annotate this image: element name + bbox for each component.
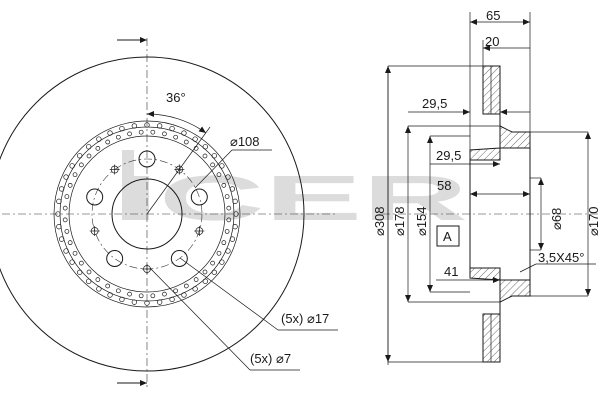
chamfer-leader (519, 263, 537, 273)
vent-hole-inner (86, 269, 92, 275)
vent-hole-inner (150, 129, 156, 135)
vent-hole-inner (162, 291, 167, 297)
vent-hole-inner (115, 288, 121, 294)
vent-hole-inner (224, 229, 230, 234)
hub-diameter-label: ⌀170 (586, 206, 600, 236)
vent-hole-inner (67, 240, 73, 246)
bolt-hole (170, 249, 188, 267)
outer-diameter-label: ⌀308 (372, 206, 387, 236)
vent-hole-inner (64, 194, 70, 199)
disc-outer-edge (0, 56, 305, 372)
vent-hole-inner (216, 250, 222, 256)
vent-hole-inner (183, 283, 189, 289)
section-upper-half (469, 65, 531, 161)
pcd-label: ⌀108 (230, 134, 260, 149)
vent-hole-inner (173, 288, 179, 294)
vent-hole-inner (105, 139, 111, 145)
vent-hole-inner (115, 134, 121, 140)
diameter-154-label: ⌀154 (414, 206, 429, 236)
vent-hole-inner (226, 217, 232, 223)
chamfer-label: 3,5X45° (538, 250, 584, 265)
small-hole-leader (149, 267, 251, 371)
vent-hole-inner (67, 182, 73, 188)
offset-outer-label: 29,5 (422, 96, 447, 111)
vent-hole-inner (138, 129, 144, 135)
vent-hole-inner (202, 269, 208, 275)
vent-hole-inner (79, 162, 84, 168)
vent-hole-inner (127, 131, 132, 137)
vent-hole-inner (226, 205, 232, 211)
vent-hole-inner (183, 139, 189, 145)
vent-hole-inner (221, 182, 227, 188)
hat-depth-label: 58 (437, 178, 451, 193)
vent-hole-inner (72, 250, 78, 256)
vent-hole-inner (210, 162, 215, 168)
vent-hole-inner (79, 260, 84, 266)
bolt-hole-leader (179, 257, 279, 331)
disc-front-view: 36° ⌀108 (5x) ⌀17 (5x) ⌀7 (0, 37, 338, 390)
vent-hole-inner (173, 134, 179, 140)
disc-thickness-label: 20 (485, 34, 499, 49)
section-lower-half (469, 267, 531, 363)
bolt-hole (138, 150, 156, 168)
vent-hole-inner (62, 217, 68, 223)
reference-box (436, 225, 460, 247)
bolt-hole (86, 188, 104, 206)
vent-hole-inner (138, 293, 144, 299)
angle-label: 36° (166, 90, 186, 105)
vent-hole-inner (210, 260, 215, 266)
vent-hole-inner (221, 240, 227, 246)
vent-hole-inner (95, 277, 101, 282)
vent-hole-inner (105, 283, 111, 289)
vent-hole-inner (224, 194, 230, 199)
diameter-178-label: ⌀178 (392, 206, 407, 236)
hat-edge-inner (68, 135, 226, 293)
pcd-leader (194, 149, 233, 189)
vent-hole-inner (95, 146, 101, 151)
vent-hole-inner (162, 131, 167, 137)
vent-hole-inner (72, 172, 78, 178)
face-label: 41 (444, 264, 458, 279)
bolt-hole (106, 249, 124, 267)
ventilation-holes (55, 122, 239, 306)
reference-label: A (443, 229, 452, 244)
vent-hole-inner (64, 229, 70, 234)
vent-hole-inner (86, 153, 92, 159)
small-hole-label: (5x) ⌀7 (250, 351, 291, 366)
angle-arc (146, 110, 207, 134)
vent-hole-inner (202, 153, 208, 159)
wheel-bolt-holes (86, 150, 208, 267)
center-bore-label: ⌀68 (549, 208, 564, 230)
offset-inner-label: 29,5 (436, 148, 461, 163)
center-bore (111, 178, 183, 250)
vent-hole-inner (127, 291, 132, 297)
vent-hole-inner (62, 205, 68, 211)
angle-leader (146, 126, 211, 215)
disc-section-view: 65 20 29,5 29,5 58 41 A ⌀308 ⌀178 ⌀154 ⌀… (372, 8, 600, 365)
bolt-hole-label: (5x) ⌀17 (281, 311, 329, 326)
vent-hole-inner (150, 293, 156, 299)
bolt-hole (190, 188, 208, 206)
vent-hole-inner (193, 277, 199, 282)
vent-hole-inner (216, 172, 222, 178)
total-width-label: 65 (486, 8, 500, 23)
